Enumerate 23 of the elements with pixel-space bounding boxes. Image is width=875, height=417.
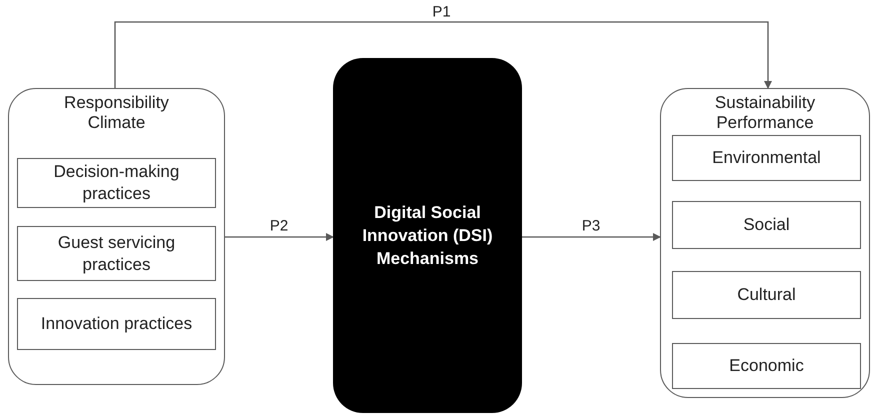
group-title: Sustainability Performance — [714, 93, 816, 133]
mechanism-label: Digital Social Innovation (DSI) Mechanisms — [361, 202, 494, 270]
item-box — [17, 158, 216, 208]
arrow — [522, 233, 661, 241]
group-box — [660, 88, 870, 398]
item-label: Social — [742, 214, 791, 236]
item-label: Guest servicing practices — [56, 232, 176, 276]
item-box — [17, 298, 216, 350]
item-box — [672, 201, 861, 249]
item-label: Economic — [728, 355, 805, 377]
item-label: Decision-making practices — [52, 161, 180, 205]
item-label: Environmental — [711, 147, 822, 169]
arrow — [114, 21, 772, 89]
item-box — [672, 135, 861, 181]
item-box — [17, 226, 216, 281]
arrow — [225, 233, 334, 241]
group-title: Responsibility Climate — [63, 93, 170, 133]
group-box — [8, 88, 225, 385]
item-label: Cultural — [736, 284, 797, 306]
item-box — [672, 343, 861, 389]
mechanism-box — [333, 58, 522, 413]
item-box — [672, 271, 861, 319]
item-label: Innovation practices — [40, 313, 194, 335]
